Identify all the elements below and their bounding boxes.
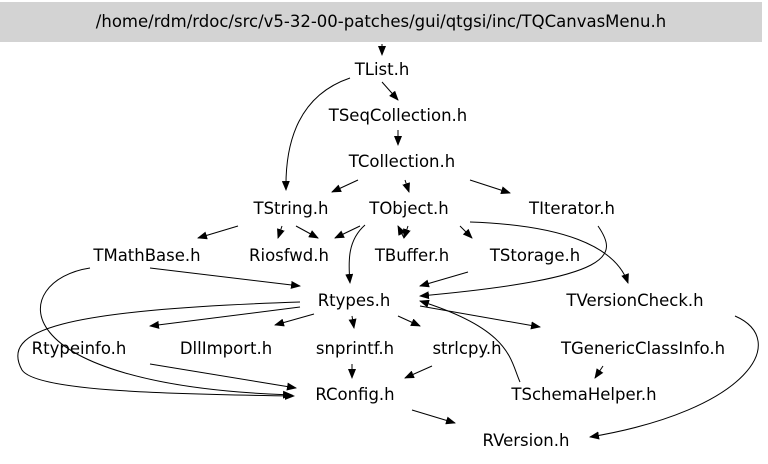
edge-tobject-tstorage [459, 225, 473, 239]
node-snprintf[interactable]: snprintf.h [316, 339, 394, 358]
edge-tgenericclassinfo-tschemahelper [594, 365, 604, 379]
edge-tobject-riosfwd [334, 225, 361, 239]
edge-tstring-riosfwd [277, 225, 285, 239]
edge-tlist-tstring [281, 77, 351, 191]
edge-tstring-rtypes [295, 225, 319, 239]
node-tversioncheck[interactable]: TVersionCheck.h [565, 291, 703, 310]
node-rconfig[interactable]: RConfig.h [315, 385, 394, 404]
edge-tschemahelper-rtypes [419, 299, 521, 383]
edge-rtypes-tgenericclassinfo [419, 305, 541, 330]
edge-titerator-rtypes [419, 225, 607, 300]
edge-tstring-tmathbase [197, 225, 239, 240]
edge-rtypeinfo-rconfig [149, 363, 297, 391]
edge-tobject-tversioncheck [469, 221, 629, 284]
node-rversion[interactable]: RVersion.h [483, 431, 570, 450]
edge-tmathbase-rconfig [40, 267, 293, 399]
node-dllimport[interactable]: DllImport.h [180, 339, 272, 358]
node-rtypes[interactable]: Rtypes.h [318, 291, 391, 310]
edge-tbuffer-tobject [397, 225, 406, 239]
node-tbuffer[interactable]: TBuffer.h [374, 246, 449, 265]
root-node-box [0, 2, 762, 42]
edge-tcollection-titerator [469, 179, 511, 195]
node-tcollection[interactable]: TCollection.h [348, 152, 455, 171]
node-rtypeinfo[interactable]: Rtypeinfo.h [32, 339, 127, 358]
node-tgenericclassinfo[interactable]: TGenericClassInfo.h [560, 339, 725, 358]
edge-rtypes-rconfig [17, 301, 301, 400]
node-tseqcollection[interactable]: TSeqCollection.h [328, 106, 468, 125]
edge-tstorage-rtypes [419, 271, 469, 288]
edge-tversioncheck-rversion [589, 315, 759, 440]
edge-rtypes-dllimport [274, 313, 315, 327]
node-tstorage[interactable]: TStorage.h [489, 246, 580, 265]
node-tmathbase[interactable]: TMathBase.h [92, 246, 200, 265]
edge-rtypes-snprintf [348, 315, 357, 329]
nodes: /home/rdm/rdoc/src/v5-32-00-patches/gui/… [0, 2, 762, 450]
node-tstring[interactable]: TString.h [252, 199, 328, 218]
edge-tcollection-tobject [402, 179, 410, 193]
node-tschemahelper[interactable]: TSchemaHelper.h [510, 385, 656, 404]
node-tobject[interactable]: TObject.h [368, 199, 449, 218]
node-strlcpy[interactable]: strlcpy.h [432, 339, 501, 358]
root-node-label: /home/rdm/rdoc/src/v5-32-00-patches/gui/… [96, 12, 666, 31]
edge-rtypes-rtypeinfo [149, 306, 301, 329]
edge-rtypes-strlcpy [397, 315, 421, 327]
edge-tobject-rtypes [345, 224, 366, 284]
edge-strlcpy-rconfig [404, 365, 433, 379]
edge-rconfig-rversion [411, 409, 456, 425]
edges [17, 44, 759, 440]
node-titerator[interactable]: TIterator.h [528, 199, 615, 218]
edge-tcollection-tstring [331, 179, 359, 193]
node-root-file[interactable]: /home/rdm/rdoc/src/v5-32-00-patches/gui/… [0, 2, 762, 42]
edge-tlist-tseqcollection [381, 81, 399, 101]
node-riosfwd[interactable]: Riosfwd.h [249, 246, 329, 265]
edge-tobject-tbuffer [403, 225, 411, 239]
edge-tmathbase-rtypes [149, 267, 301, 289]
node-tlist[interactable]: TList.h [354, 60, 410, 79]
